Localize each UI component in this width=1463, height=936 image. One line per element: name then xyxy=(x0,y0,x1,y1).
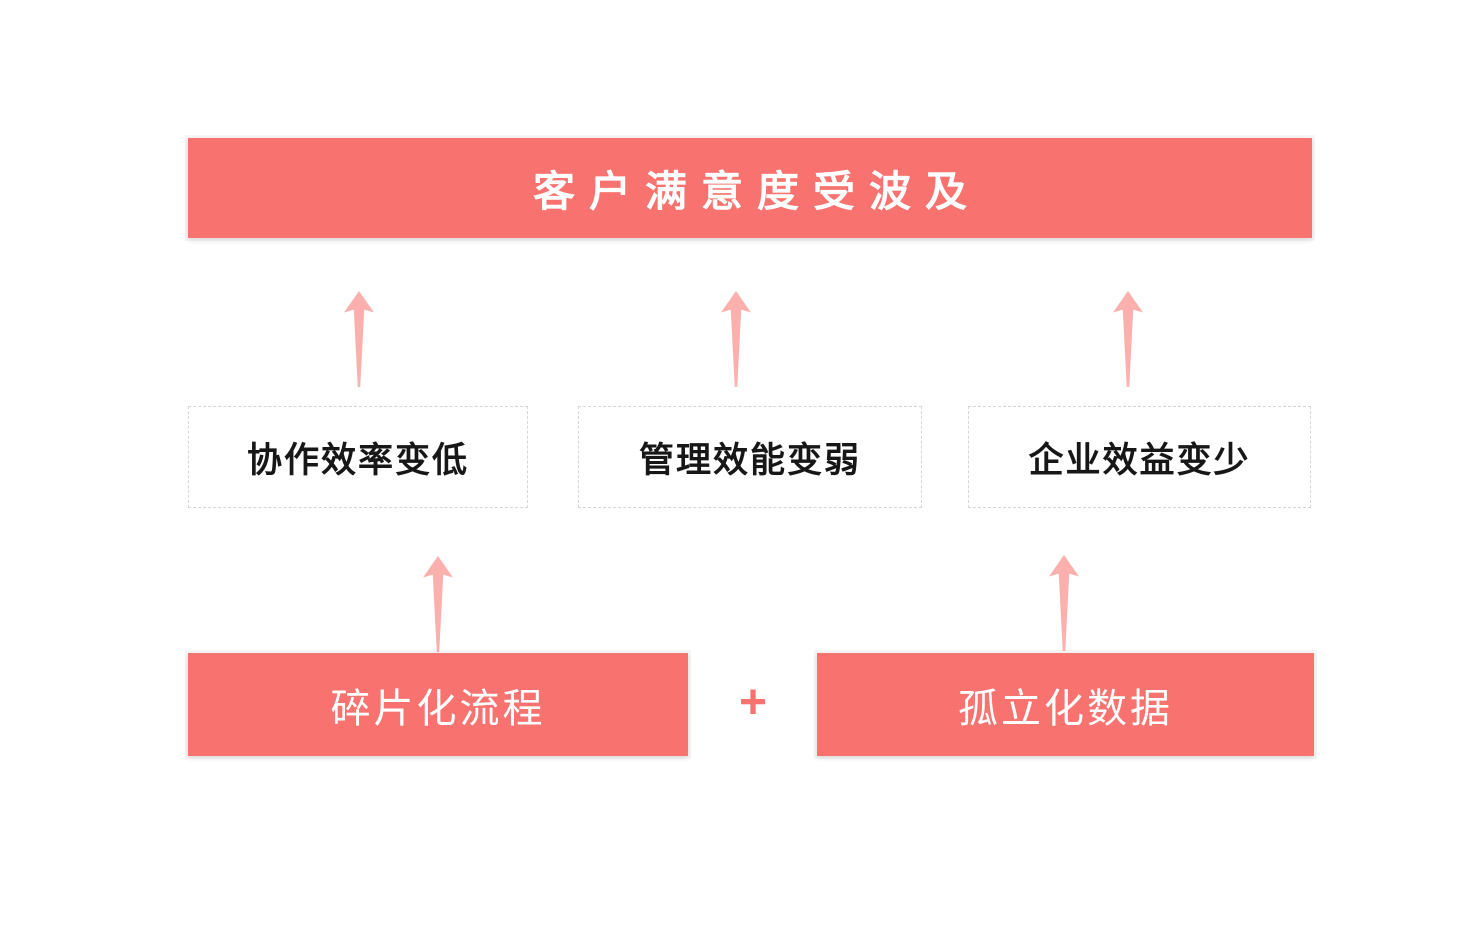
source-box-label: 孤立化数据 xyxy=(958,686,1173,731)
source-box-label: 碎片化流程 xyxy=(330,686,546,731)
cause-box-label: 企业效益变少 xyxy=(1028,440,1251,480)
up-arrow-icon xyxy=(721,291,751,387)
result-banner: 客户满意度受波及 xyxy=(188,138,1312,238)
cause-box-benefit: 企业效益变少 xyxy=(968,406,1311,508)
up-arrow-icon xyxy=(1049,555,1079,651)
source-box-isolated-data: 孤立化数据 xyxy=(817,653,1314,756)
cause-box-management: 管理效能变弱 xyxy=(578,406,922,508)
up-arrow-icon xyxy=(1113,291,1143,387)
cause-box-label: 管理效能变弱 xyxy=(638,440,861,480)
source-box-fragmented-process: 碎片化流程 xyxy=(188,653,688,756)
cause-box-collaboration: 协作效率变低 xyxy=(188,406,528,508)
up-arrow-icon xyxy=(344,291,374,387)
cause-box-label: 协作效率变低 xyxy=(246,440,469,480)
result-banner-label: 客户满意度受波及 xyxy=(532,167,981,215)
up-arrow-icon xyxy=(423,556,453,652)
plus-connector: + xyxy=(738,676,768,729)
